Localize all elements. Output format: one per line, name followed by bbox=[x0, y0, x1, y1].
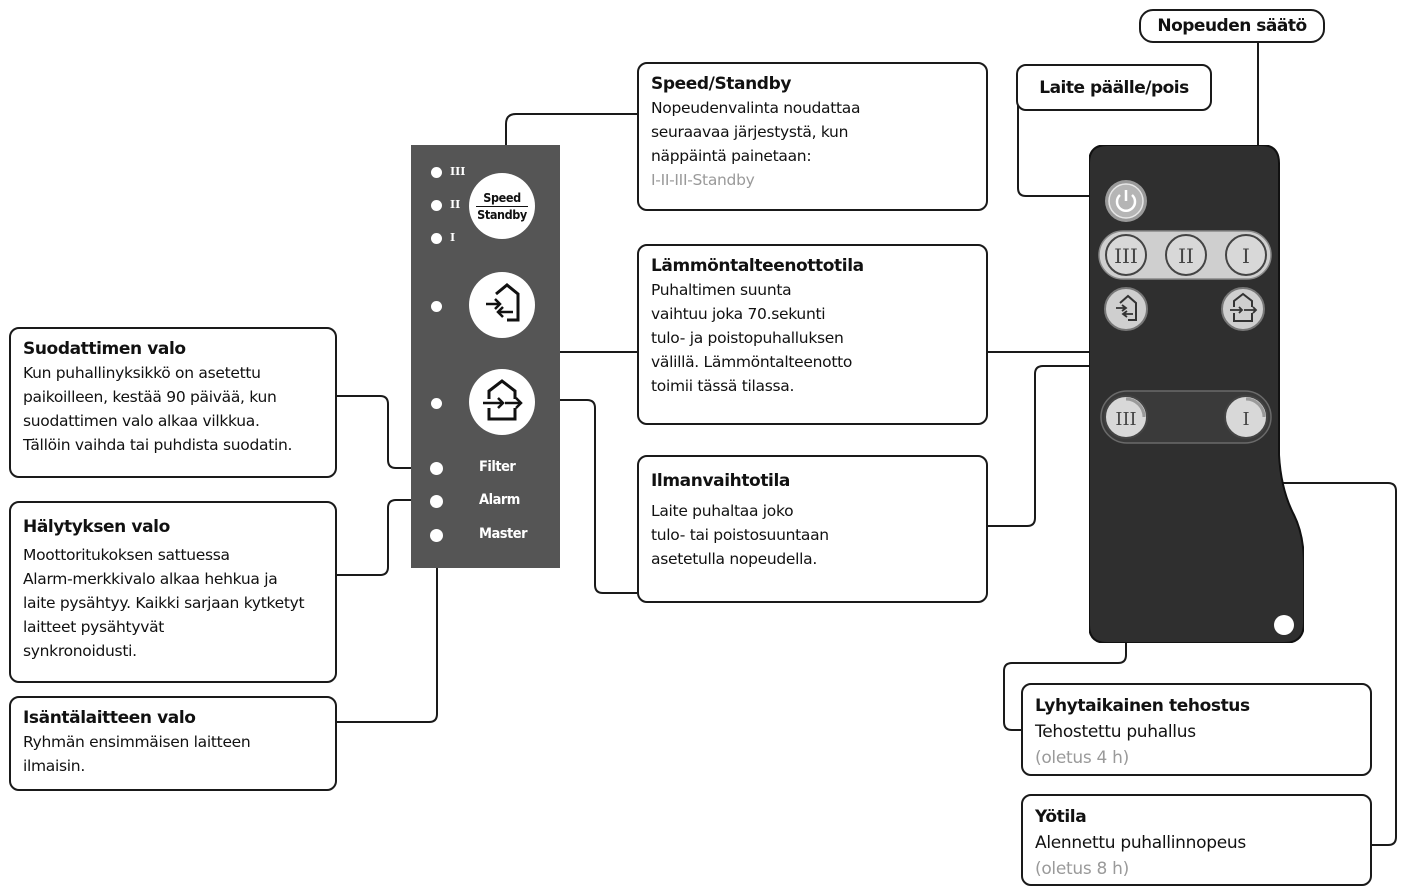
ventilation-button[interactable] bbox=[469, 369, 535, 435]
label-master: Master bbox=[479, 526, 528, 542]
label-alarm: Alarm bbox=[479, 492, 520, 508]
callout-master-light: Isäntälaitteen valo Ryhmän ensimmäisen l… bbox=[9, 696, 337, 791]
callout-line: Alarm-merkkivalo alkaa hehkua ja bbox=[23, 570, 278, 588]
wire-power bbox=[1017, 88, 1104, 197]
remote-night-button: I bbox=[1224, 395, 1268, 439]
callout-filter-light: Suodattimen valo Kun puhallinyksikkö on … bbox=[9, 327, 337, 478]
svg-text:I: I bbox=[1242, 409, 1249, 430]
callout-title: Hälytyksen valo bbox=[23, 517, 170, 537]
led-heat-recovery bbox=[431, 301, 442, 312]
callout-ventilation: Ilmanvaihtotila Laite puhaltaa joko tulo… bbox=[637, 455, 988, 603]
callout-line: Nopeudenvalinta noudattaa bbox=[651, 99, 861, 117]
callout-line: näppäintä painetaan: bbox=[651, 147, 812, 165]
label-speed-iii: III bbox=[450, 165, 466, 178]
remote-speed-i: I bbox=[1242, 244, 1250, 268]
label-speed-i: I bbox=[450, 231, 456, 244]
wire-master bbox=[336, 535, 438, 723]
callout-line: seuraavaa järjestystä, kun bbox=[651, 123, 849, 141]
callout-line: Moottoritukoksen sattuessa bbox=[23, 546, 230, 564]
callout-night: Yötila Alennettu puhallinnopeus (oletus … bbox=[1021, 794, 1372, 886]
led-speed-iii bbox=[431, 167, 442, 178]
callout-title: Lyhytaikainen tehostus bbox=[1035, 696, 1250, 716]
heat-recovery-icon bbox=[486, 283, 520, 322]
callout-heat-recovery: Lämmöntalteenottotila Puhaltimen suunta … bbox=[637, 244, 988, 425]
callout-line: toimii tässä tilassa. bbox=[651, 377, 795, 395]
remote-ventilation-button bbox=[1221, 287, 1265, 331]
callout-title: Ilmanvaihtotila bbox=[651, 471, 790, 491]
callout-line: välillä. Lämmöntalteenotto bbox=[651, 353, 853, 371]
remote-speed-ii: II bbox=[1178, 244, 1194, 268]
led-speed-ii bbox=[431, 200, 442, 211]
callout-line: Tällöin vaihda tai puhdista suodatin. bbox=[23, 436, 293, 454]
led-speed-i bbox=[431, 233, 442, 244]
callout-line: vaihtuu joka 70.sekunti bbox=[651, 305, 826, 323]
callout-boost: Lyhytaikainen tehostus Tehostettu puhall… bbox=[1021, 683, 1372, 776]
callout-line: Puhaltimen suunta bbox=[651, 281, 792, 299]
label-speed-ii: II bbox=[450, 198, 461, 211]
speed-sequence: I-II-III-Standby bbox=[651, 171, 755, 189]
led-ventilation bbox=[431, 398, 442, 409]
wire-boost bbox=[1003, 440, 1127, 731]
remote-control: III II I III I bbox=[1089, 145, 1304, 643]
callout-line: asetetulla nopeudella. bbox=[651, 550, 817, 568]
svg-text:III: III bbox=[1115, 409, 1136, 430]
speed-button-line2: Standby bbox=[477, 206, 527, 222]
callout-line: Alennettu puhallinnopeus bbox=[1035, 833, 1246, 853]
callout-line: Tehostettu puhallus bbox=[1035, 722, 1196, 742]
led-alarm bbox=[430, 495, 443, 508]
label-filter: Filter bbox=[479, 459, 516, 475]
remote-heat-recovery-button bbox=[1104, 287, 1148, 331]
led-master bbox=[430, 529, 443, 542]
callout-speed-standby: Speed/Standby Nopeudenvalinta noudattaa … bbox=[637, 62, 988, 211]
speed-control-label: Nopeuden säätö bbox=[1139, 9, 1325, 43]
callout-line: suodattimen valo alkaa vilkkua. bbox=[23, 412, 260, 430]
power-label: Laite päälle/pois bbox=[1016, 64, 1212, 111]
heat-recovery-button[interactable] bbox=[469, 272, 535, 338]
callout-title: Lämmöntalteenottotila bbox=[651, 256, 864, 276]
remote-speed-iii: III bbox=[1114, 244, 1138, 268]
speed-button-line1: Speed bbox=[483, 189, 521, 205]
callout-line: laite pysähtyy. Kaikki sarjaan kytketyt bbox=[23, 594, 305, 612]
callout-title: Yötila bbox=[1035, 807, 1087, 827]
wire-alarm bbox=[336, 499, 432, 576]
callout-default: (oletus 8 h) bbox=[1035, 859, 1129, 879]
callout-line: tulo- ja poistopuhalluksen bbox=[651, 329, 844, 347]
wire-ventilation-panel bbox=[543, 399, 637, 594]
control-panel: III II I Speed Standby Filter Alarm M bbox=[411, 145, 560, 568]
callout-line: Ryhmän ensimmäisen laitteen bbox=[23, 733, 251, 751]
callout-line: Kun puhallinyksikkö on asetettu bbox=[23, 364, 261, 382]
callout-title: Isäntälaitteen valo bbox=[23, 708, 196, 728]
wire-speed-standby bbox=[505, 113, 637, 172]
remote-power-button bbox=[1105, 180, 1147, 222]
callout-line: ilmaisin. bbox=[23, 757, 85, 775]
callout-alarm-light: Hälytyksen valo Moottoritukoksen sattues… bbox=[9, 501, 337, 683]
wire-filter bbox=[336, 395, 432, 469]
remote-boost-button: III bbox=[1104, 395, 1148, 439]
callout-line: Laite puhaltaa joko bbox=[651, 502, 794, 520]
callout-line: tulo- tai poistosuuntaan bbox=[651, 526, 829, 544]
ventilation-icon bbox=[483, 379, 523, 421]
callout-default: (oletus 4 h) bbox=[1035, 748, 1129, 768]
callout-line: paikoilleen, kestää 90 päivää, kun bbox=[23, 388, 277, 406]
led-filter bbox=[430, 462, 443, 475]
speed-standby-button[interactable]: Speed Standby bbox=[469, 173, 535, 239]
callout-line: synkronoidusti. bbox=[23, 642, 137, 660]
callout-title: Suodattimen valo bbox=[23, 339, 186, 359]
callout-title: Speed/Standby bbox=[651, 74, 792, 94]
callout-line: laitteet pysähtyvät bbox=[23, 618, 165, 636]
